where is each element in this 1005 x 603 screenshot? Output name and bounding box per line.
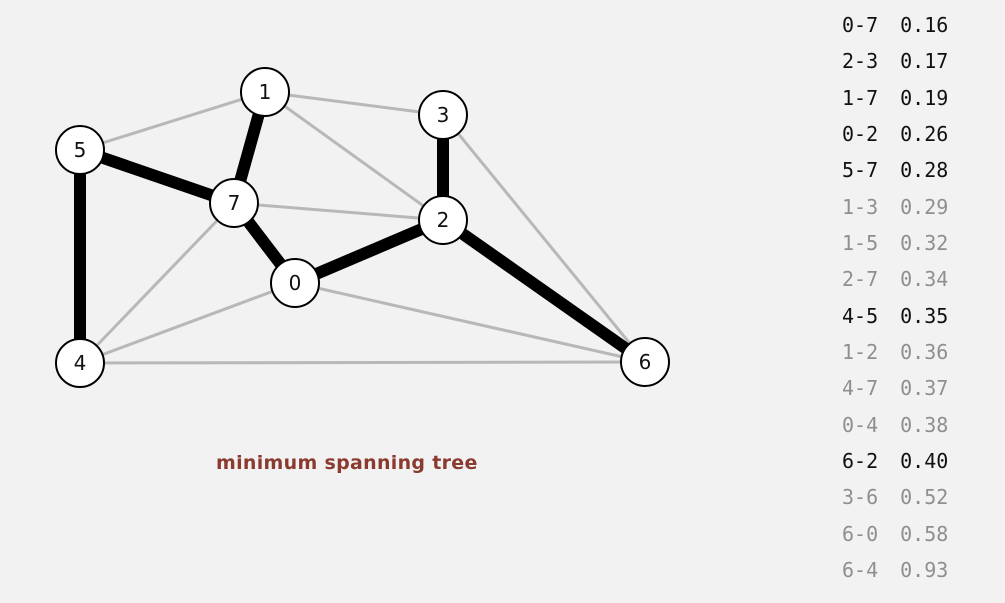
edge-weight: 0.19 — [900, 85, 949, 110]
edge-weight: 0.29 — [900, 194, 949, 219]
node-circle — [55, 338, 105, 388]
edge-endpoints: 4-5 — [842, 303, 879, 328]
edge-2-7 — [233, 201, 444, 222]
node-label: 1 — [259, 80, 272, 104]
edge-endpoints: 6-2 — [842, 449, 879, 474]
edge-list-item: 0-4 0.38 — [842, 410, 948, 446]
edge-layer — [74, 90, 649, 367]
edge-6-0 — [294, 281, 646, 364]
node-3: 3 — [418, 90, 468, 140]
edge-endpoints: 1-5 — [842, 231, 879, 256]
node-circle — [209, 178, 259, 228]
edge-endpoints: 1-7 — [842, 85, 879, 110]
node-layer: 0 1 2 3 4 5 6 7 — [55, 67, 670, 388]
node-1: 1 — [240, 67, 290, 117]
edge-endpoints: 0-2 — [842, 122, 879, 147]
node-4: 4 — [55, 338, 105, 388]
edge-1-2 — [264, 90, 444, 222]
edge-weight: 0.52 — [900, 485, 949, 510]
node-label: 5 — [74, 138, 87, 162]
edge-endpoints: 4-7 — [842, 376, 879, 401]
edge-weight: 0.40 — [900, 449, 949, 474]
node-label: 0 — [289, 271, 302, 295]
node-circle — [418, 90, 468, 140]
diagram-caption: minimum spanning tree — [216, 452, 478, 474]
edge-endpoints: 1-3 — [842, 194, 879, 219]
node-label: 7 — [228, 191, 241, 215]
edge-list-item: 4-5 0.35 — [842, 301, 948, 337]
edge-weight: 0.58 — [900, 521, 949, 546]
edge-weight: 0.38 — [900, 412, 949, 437]
node-circle — [270, 258, 320, 308]
edge-list-item: 1-3 0.29 — [842, 192, 948, 228]
edge-list-item: 0-2 0.26 — [842, 119, 948, 155]
node-label: 4 — [74, 351, 87, 375]
node-2: 2 — [418, 195, 468, 245]
edge-weight: 0.16 — [900, 13, 949, 37]
edge-list-item: 5-7 0.28 — [842, 155, 948, 191]
node-label: 3 — [437, 103, 450, 127]
node-circle — [620, 337, 670, 387]
node-circle — [240, 67, 290, 117]
node-5: 5 — [55, 125, 105, 175]
edge-endpoints: 1-2 — [842, 340, 879, 365]
node-circle — [55, 125, 105, 175]
edge-4-7 — [78, 201, 236, 365]
edge-endpoints: 3-6 — [842, 485, 879, 510]
edge-list-item: 6-4 0.93 — [842, 555, 948, 591]
edge-list-item: 1-2 0.36 — [842, 337, 948, 373]
edge-weight: 0.34 — [900, 267, 949, 292]
edge-list-item: 1-5 0.32 — [842, 228, 948, 264]
node-6: 6 — [620, 337, 670, 387]
edge-5-7 — [78, 144, 236, 209]
node-circle — [418, 195, 468, 245]
node-label: 2 — [437, 208, 450, 232]
edge-list-item: 4-7 0.37 — [842, 373, 948, 409]
edge-list-item: 0-7 0.16 — [842, 10, 948, 46]
edge-endpoints: 6-0 — [842, 521, 879, 546]
edge-endpoints: 2-3 — [842, 49, 879, 74]
edge-list-item: 2-7 0.34 — [842, 264, 948, 300]
edge-list-item: 6-0 0.58 — [842, 519, 948, 555]
edge-0-2 — [292, 214, 446, 289]
edge-endpoints: 0-4 — [842, 412, 879, 437]
edge-list-item: 6-2 0.40 — [842, 446, 948, 482]
edge-weight: 0.36 — [900, 340, 949, 365]
edge-1-5 — [79, 90, 266, 152]
edge-weight: 0.37 — [900, 376, 949, 401]
node-0: 0 — [270, 258, 320, 308]
edge-list-item: 1-7 0.19 — [842, 83, 948, 119]
node-label: 6 — [639, 350, 652, 374]
edge-weight: 0.32 — [900, 231, 949, 256]
edge-1-3 — [264, 90, 444, 117]
edge-weight-list: 0-7 0.16 2-3 0.17 1-7 0.19 0-2 0.26 5-7 0.28 1-3 0.… — [842, 10, 948, 592]
edge-endpoints: 6-4 — [842, 558, 879, 583]
edge-3-6 — [441, 114, 647, 363]
edge-6-4 — [79, 360, 646, 365]
edge-endpoints: 2-7 — [842, 267, 879, 292]
edge-weight: 0.26 — [900, 122, 949, 147]
edge-endpoints: 5-7 — [842, 158, 879, 183]
edge-weight: 0.17 — [900, 49, 949, 74]
edge-6-2 — [439, 215, 649, 367]
edge-weight: 0.93 — [900, 558, 949, 583]
node-7: 7 — [209, 178, 259, 228]
edge-weight: 0.28 — [900, 158, 949, 183]
edge-list-item: 2-3 0.17 — [842, 46, 948, 82]
graph-diagram: 0 1 2 3 4 5 6 7 — [55, 67, 670, 388]
edge-list-item: 3-6 0.52 — [842, 482, 948, 518]
edge-0-4 — [79, 281, 296, 365]
edge-weight: 0.35 — [900, 303, 949, 328]
edge-endpoints: 0-7 — [842, 13, 879, 37]
